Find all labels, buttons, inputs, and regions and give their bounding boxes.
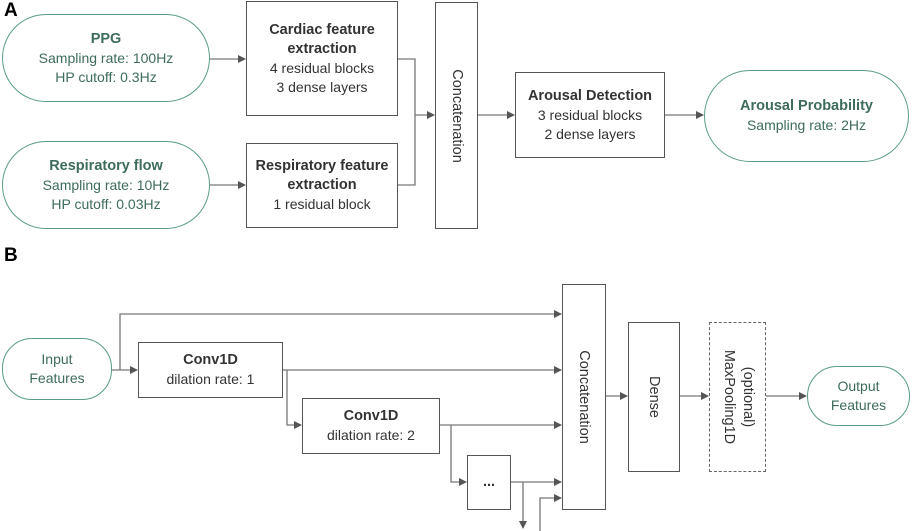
maxpool-label: (optional) MaxPooling1D	[719, 350, 757, 444]
respiratory-feature-extraction-box: Respiratory feature extraction 1 residua…	[246, 143, 398, 228]
cardiac-title-line-2: extraction	[287, 40, 357, 57]
optional-maxpooling1d-box: (optional) MaxPooling1D	[709, 322, 766, 472]
arousal-detection-box: Arousal Detection 3 residual blocks 2 de…	[515, 72, 665, 158]
panel-b-label: B	[4, 245, 18, 266]
arousal-residual-blocks: 3 residual blocks	[537, 106, 643, 123]
arousal-dense-layers: 2 dense layers	[544, 125, 636, 142]
concatenation-label-a: Concatenation	[448, 68, 465, 163]
panel-a-label: A	[4, 0, 18, 21]
arrow-conv2-to-ellipsis	[450, 425, 467, 486]
concatenation-box-b: Concatenation	[562, 284, 606, 510]
ppg-sampling-rate: Sampling rate: 100Hz	[38, 49, 174, 66]
arrow-skip-input-to-concat	[119, 310, 562, 370]
maxpool-label-line-2: MaxPooling1D	[720, 349, 737, 445]
cardiac-dense-layers: 3 dense layers	[276, 78, 368, 95]
ellipsis-label: ...	[482, 474, 496, 490]
output-features-node: Output Features	[807, 366, 910, 426]
concatenation-box-a: Concatenation	[435, 2, 478, 229]
conv1-dilation-rate: dilation rate: 1	[166, 371, 255, 387]
wire-cardiac-to-concat	[398, 58, 416, 115]
conv2-dilation-rate: dilation rate: 2	[327, 427, 415, 443]
dense-label: Dense	[646, 376, 662, 418]
arrow-conv1-to-conv2	[286, 370, 302, 429]
ppg-title: PPG	[90, 30, 122, 47]
ellipsis-box: ...	[467, 455, 511, 510]
respfeat-title-line-1: Respiratory feature	[255, 158, 389, 174]
arousal-detection-title: Arousal Detection	[527, 87, 653, 104]
conv2-title: Conv1D	[343, 408, 399, 424]
arousal-probability-title: Arousal Probability	[740, 98, 873, 114]
input-features-node: Input Features	[2, 338, 112, 400]
dense-box: Dense	[628, 322, 680, 472]
concatenation-label-b: Concatenation	[576, 350, 592, 444]
conv1d-dilation-1-box: Conv1D dilation rate: 1	[138, 342, 283, 398]
arousal-probability-sampling-rate: Sampling rate: 2Hz	[746, 117, 867, 133]
ppg-hp-cutoff: HP cutoff: 0.3Hz	[55, 68, 157, 85]
wire-respfeat-to-concat	[398, 115, 416, 186]
respfeat-residual-block: 1 residual block	[273, 196, 371, 212]
arrow-more-to-concat	[539, 494, 562, 531]
resp-sampling-rate: Sampling rate: 10Hz	[42, 176, 170, 193]
input-features-line-2: Features	[29, 370, 85, 386]
respiratory-flow-input-node: Respiratory flow Sampling rate: 10Hz HP …	[2, 141, 210, 229]
respfeat-title-line-2: extraction	[287, 177, 357, 193]
input-features-line-1: Input	[41, 351, 73, 367]
conv1-title: Conv1D	[183, 352, 238, 368]
resp-title: Respiratory flow	[49, 157, 163, 174]
arousal-probability-output-node: Arousal Probability Sampling rate: 2Hz	[704, 70, 909, 162]
cardiac-title-line-1: Cardiac feature	[269, 21, 375, 38]
maxpool-label-line-1: (optional)	[739, 366, 756, 428]
output-features-line-1: Output	[837, 378, 880, 394]
cardiac-feature-extraction-box: Cardiac feature extraction 4 residual bl…	[246, 1, 398, 116]
ppg-input-node: PPG Sampling rate: 100Hz HP cutoff: 0.3H…	[2, 14, 210, 102]
conv1d-dilation-2-box: Conv1D dilation rate: 2	[302, 398, 440, 454]
output-features-line-2: Features	[830, 397, 887, 413]
resp-hp-cutoff: HP cutoff: 0.03Hz	[51, 195, 161, 212]
cardiac-residual-blocks: 4 residual blocks	[269, 59, 375, 76]
